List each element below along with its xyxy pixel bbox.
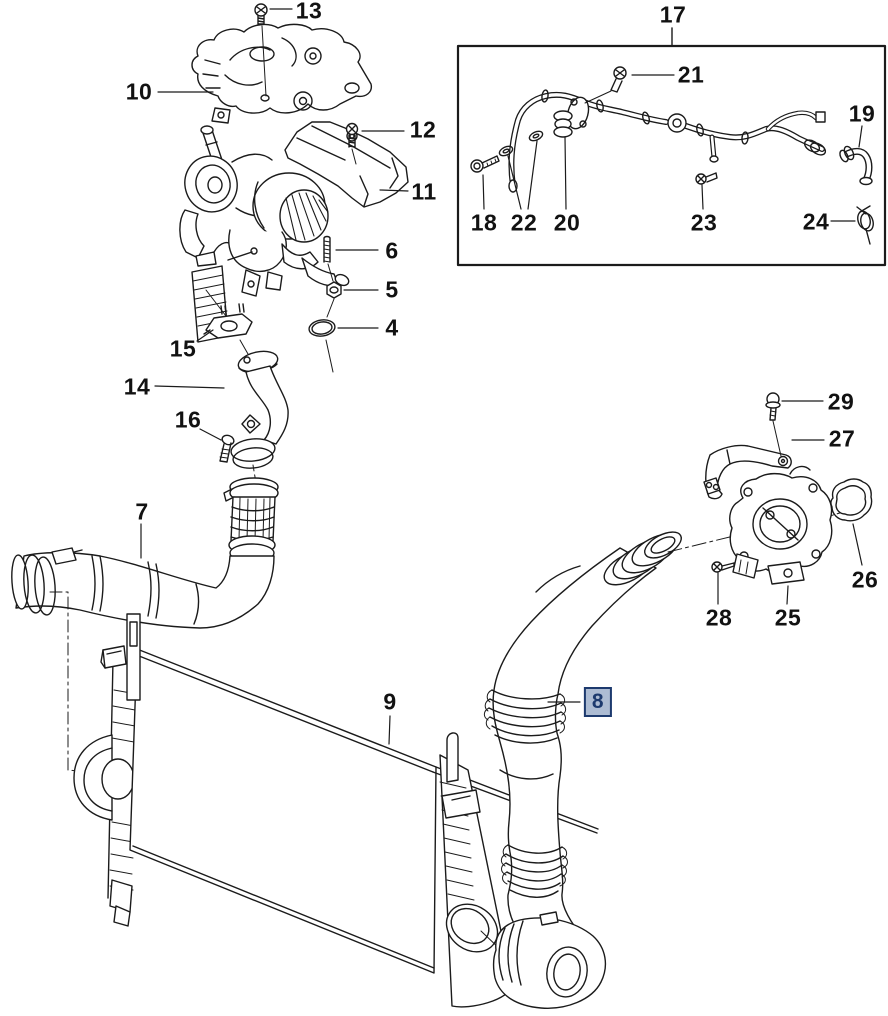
seal-ring-4-drawing — [308, 319, 336, 373]
bolt-18-drawing — [470, 155, 500, 173]
bracket-27-drawing — [703, 444, 792, 500]
part-label-12[interactable]: 12 — [409, 116, 437, 143]
part-label-28[interactable]: 28 — [705, 604, 733, 631]
clamp-24-drawing — [856, 205, 874, 245]
part-label-5[interactable]: 5 — [385, 276, 399, 303]
intercooler-9-drawing — [73, 613, 599, 1008]
part-label-26[interactable]: 26 — [851, 566, 879, 593]
part-label-10[interactable]: 10 — [125, 78, 153, 105]
part-label-14[interactable]: 14 — [123, 373, 151, 400]
leader-lines — [140, 8, 863, 745]
alignment-line-hose7 — [49, 591, 89, 773]
part-label-13[interactable]: 13 — [295, 0, 323, 24]
screw-12-drawing — [345, 122, 359, 165]
part-label-29[interactable]: 29 — [827, 388, 855, 415]
part-label-27[interactable]: 27 — [828, 425, 856, 452]
inset-box-17 — [456, 27, 887, 267]
screw-28-drawing — [711, 561, 735, 573]
part-label-9[interactable]: 9 — [383, 688, 397, 715]
throttle-body-25-drawing — [729, 465, 833, 585]
part-label-25[interactable]: 25 — [774, 604, 802, 631]
part-label-8[interactable]: 8 — [583, 687, 613, 717]
seal-20-drawing — [553, 110, 573, 138]
part-label-16[interactable]: 16 — [174, 406, 202, 433]
part-label-21[interactable]: 21 — [677, 61, 705, 88]
part-label-11[interactable]: 11 — [411, 178, 437, 205]
bolt-16-drawing — [219, 434, 235, 463]
screw-29-drawing — [765, 392, 782, 457]
part-label-17[interactable]: 17 — [659, 1, 687, 28]
hose-8-drawing — [483, 531, 682, 1009]
downpipe-14-drawing — [230, 350, 289, 484]
coupler-drawing — [223, 477, 279, 563]
screw-13-drawing — [254, 3, 268, 97]
stud-6-drawing — [323, 235, 331, 263]
part-label-6[interactable]: 6 — [385, 237, 399, 264]
screw-21-drawing — [584, 66, 627, 104]
part-label-15[interactable]: 15 — [169, 335, 197, 362]
part-label-7[interactable]: 7 — [135, 498, 149, 525]
screw-23-drawing — [695, 172, 718, 185]
flange-15-drawing — [203, 289, 253, 355]
washers-22-drawing — [498, 130, 544, 157]
part-label-20[interactable]: 20 — [553, 209, 581, 236]
part-label-18[interactable]: 18 — [470, 209, 498, 236]
turbocharger-drawing — [179, 125, 350, 343]
part-label-23[interactable]: 23 — [690, 209, 718, 236]
part-label-24[interactable]: 24 — [802, 208, 830, 235]
hose-7-drawing — [11, 547, 275, 629]
nut-5-drawing — [326, 263, 342, 318]
heat-shield-upper-drawing — [191, 23, 373, 124]
part-label-22[interactable]: 22 — [510, 209, 538, 236]
part-label-19[interactable]: 19 — [848, 100, 876, 127]
gasket-26-drawing — [830, 478, 873, 522]
elbow-19-drawing — [839, 145, 873, 186]
part-label-4[interactable]: 4 — [385, 314, 399, 341]
